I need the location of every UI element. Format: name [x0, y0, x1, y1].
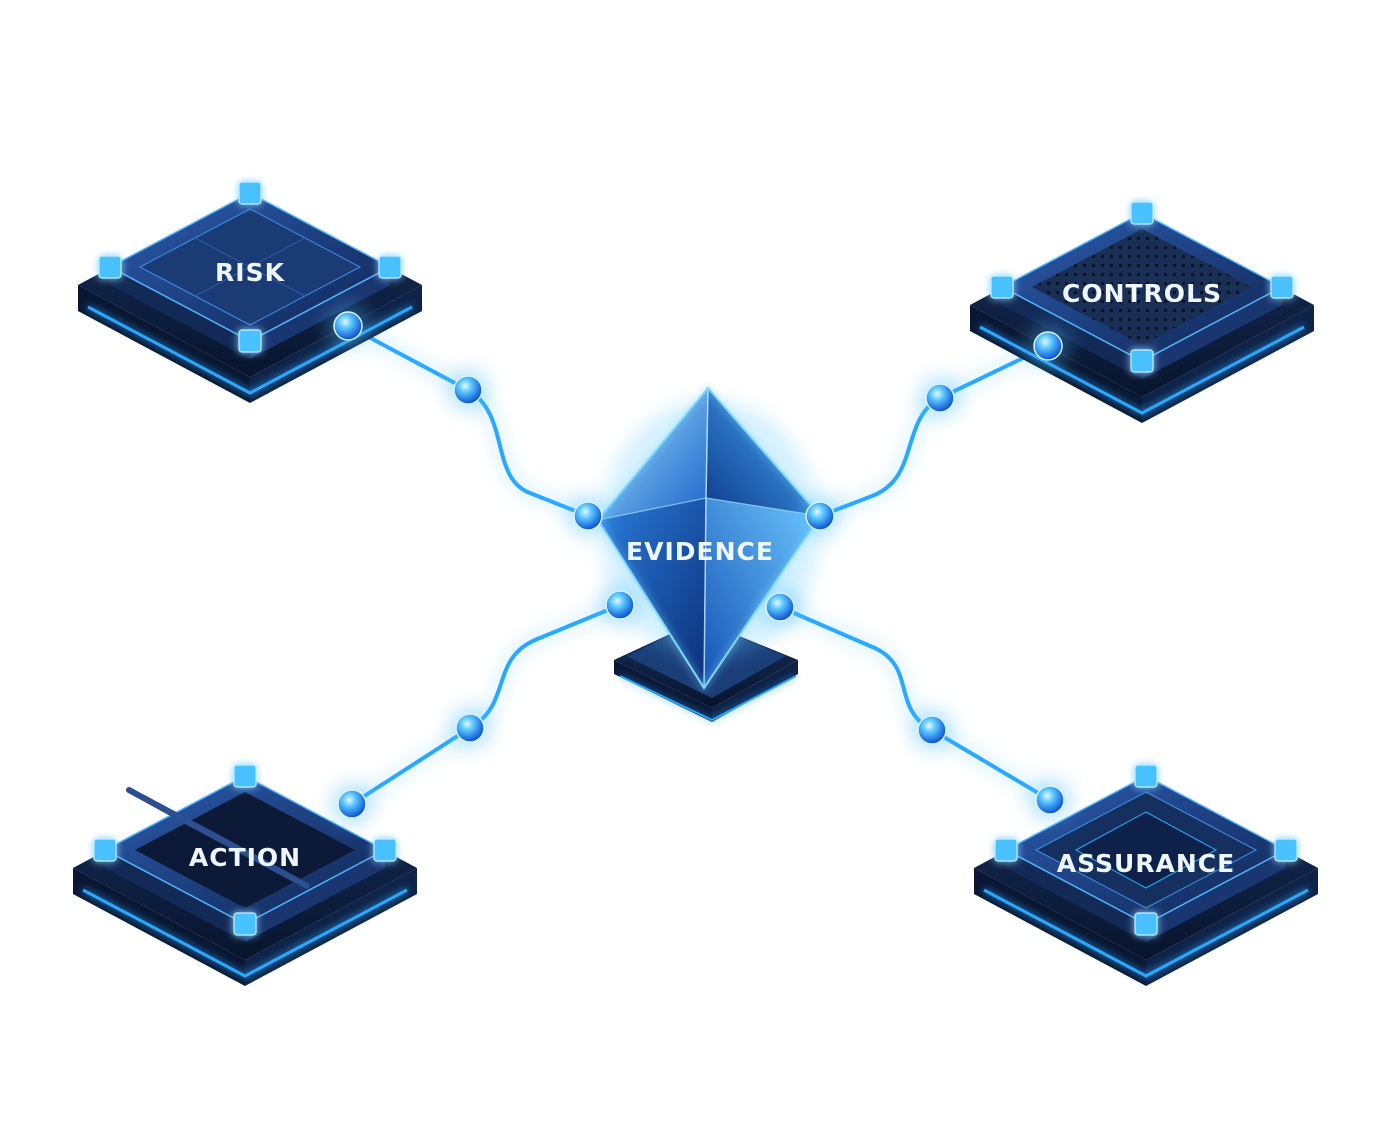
connector-assurance: [778, 605, 1052, 802]
chip-grid-icon: [98, 181, 402, 359]
junction-node: [330, 782, 374, 826]
junction-node: [910, 708, 954, 752]
junction-node: [1026, 324, 1070, 368]
module-label-assurance: ASSURANCE: [1057, 849, 1235, 878]
module-action[interactable]: ACTION: [73, 764, 417, 986]
junction-node: [598, 583, 642, 627]
junction-node: [1028, 778, 1072, 822]
chip-heatsink-icon: [93, 764, 397, 942]
junction-node: [566, 494, 610, 538]
connector-controls: [818, 344, 1050, 518]
module-risk[interactable]: RISK: [78, 181, 422, 403]
module-assurance[interactable]: ASSURANCE: [974, 764, 1318, 986]
module-controls[interactable]: CONTROLS: [970, 201, 1314, 423]
hub-label: EVIDENCE: [626, 537, 774, 566]
junction-node: [758, 585, 802, 629]
hub-evidence[interactable]: EVIDENCE: [596, 386, 822, 722]
junction-node: [918, 376, 962, 420]
junction-node: [446, 368, 490, 412]
module-label-controls: CONTROLS: [1062, 279, 1222, 308]
connector-risk: [346, 324, 590, 518]
junction-node: [326, 304, 370, 348]
junction-nodes: [326, 304, 1072, 826]
chip-mesh-icon: [990, 201, 1294, 379]
junction-node: [448, 706, 492, 750]
module-label-risk: RISK: [215, 258, 286, 287]
chip-core-icon: [994, 764, 1298, 942]
module-label-action: ACTION: [189, 843, 301, 872]
junction-node: [798, 494, 842, 538]
